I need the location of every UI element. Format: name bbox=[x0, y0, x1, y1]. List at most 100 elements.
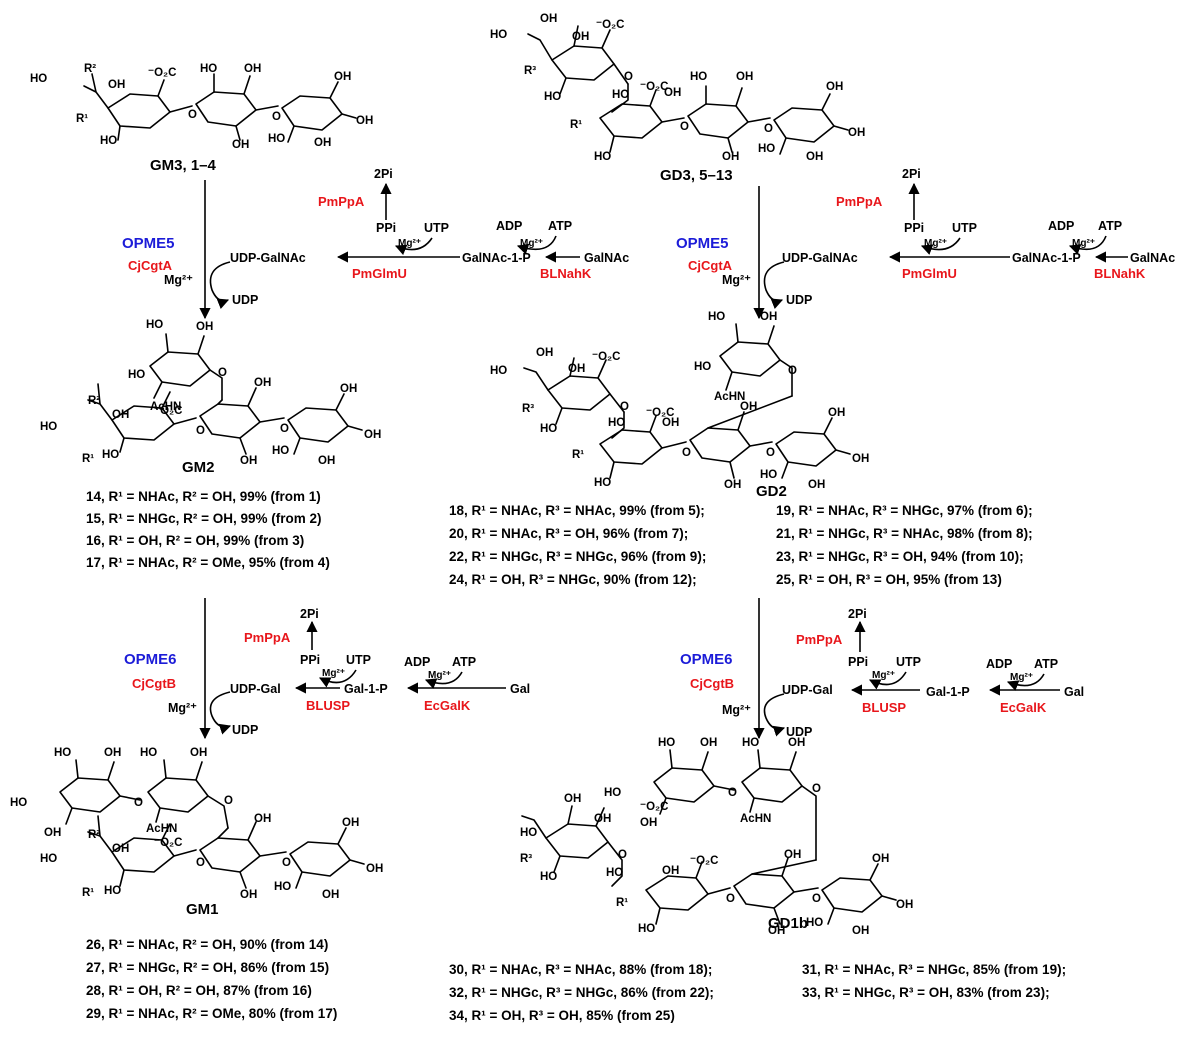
gal-1p-label: Gal-1-P bbox=[344, 682, 388, 696]
opme5-label: OPME5 bbox=[122, 235, 175, 252]
yield-line: 27, R¹ = NHGc, R² = OH, 86% (from 15) bbox=[86, 960, 329, 975]
atom-ho: HO bbox=[694, 361, 711, 373]
gm1-yields: 26, R¹ = NHAc, R² = OH, 90% (from 14) 27… bbox=[86, 937, 337, 1021]
cjcgtb-label: CjCgtB bbox=[132, 676, 176, 691]
atom-oh: OH bbox=[662, 417, 679, 429]
atom-oh: OH bbox=[568, 363, 585, 375]
yield-line: 22, R¹ = NHGc, R³ = NHGc, 96% (from 9); bbox=[449, 549, 706, 564]
cjcgta-label: CjCgtA bbox=[688, 258, 733, 273]
atom-oh: OH bbox=[112, 409, 129, 421]
yield-line: 26, R¹ = NHAc, R² = OH, 90% (from 14) bbox=[86, 937, 328, 952]
atom-ho: HO bbox=[594, 477, 611, 489]
atom-oh: OH bbox=[852, 925, 869, 937]
gd1b-structure: HO OH HO OH HO O OH AcHN O HO OH OH ⁻O₂C… bbox=[520, 737, 913, 937]
gm1-structure: HO OH HO OH HO O OH AcHN O HO R² OH ⁻O₂C… bbox=[10, 747, 383, 901]
utp-label: UTP bbox=[346, 653, 371, 667]
atom-oh: OH bbox=[740, 401, 757, 413]
galnac-1p-label: GalNAc-1-P bbox=[462, 251, 531, 265]
atom-oh: OH bbox=[540, 13, 557, 25]
atom-o: O bbox=[280, 423, 289, 435]
atom-oh: OH bbox=[788, 737, 805, 749]
gm2-structure: HO OH HO AcHN O HO R² OH ⁻O₂C R¹ HO O OH… bbox=[40, 319, 381, 467]
atom-oh: OH bbox=[700, 737, 717, 749]
atom-oh: OH bbox=[44, 827, 61, 839]
utp-curve-arrow bbox=[318, 669, 357, 688]
atom-ho: HO bbox=[140, 747, 157, 759]
gal-1p-label: Gal-1-P bbox=[926, 685, 970, 699]
atom-o: O bbox=[624, 71, 633, 83]
compound-label-gm2: GM2 bbox=[182, 459, 215, 476]
atom-ho: HO bbox=[540, 423, 557, 435]
atom-o: O bbox=[728, 787, 737, 799]
ppi-label: PPi bbox=[904, 221, 924, 235]
atom-oh: OH bbox=[314, 137, 331, 149]
yield-line: 29, R¹ = NHAc, R² = OMe, 80% (from 17) bbox=[86, 1006, 337, 1021]
gal-label: Gal bbox=[1064, 685, 1084, 699]
galnac-label: GalNAc bbox=[584, 251, 629, 265]
atom-ho: HO bbox=[612, 89, 629, 101]
compound-label-gd1b: GD1b bbox=[768, 915, 808, 932]
two-pi-label: 2Pi bbox=[848, 607, 867, 621]
utp-curve-arrow bbox=[394, 237, 433, 256]
udp-gal-label: UDP-Gal bbox=[782, 683, 833, 697]
atp-curve-arrow bbox=[424, 671, 463, 689]
udp-galnac-label: UDP-GalNAc bbox=[230, 251, 306, 265]
yield-line: 18, R¹ = NHAc, R³ = NHAc, 99% (from 5); bbox=[449, 503, 705, 518]
atom-r2: R² bbox=[88, 829, 100, 841]
atom-co2: ⁻O₂C bbox=[592, 351, 620, 363]
step1-left: OPME5 CjCgtA UDP-GalNAc Mg²⁺ UDP PmGlmU … bbox=[122, 167, 629, 320]
atom-r2: R² bbox=[84, 63, 96, 75]
adp-label: ADP bbox=[404, 655, 430, 669]
atom-oh: OH bbox=[828, 407, 845, 419]
atom-o: O bbox=[188, 109, 197, 121]
atom-ho: HO bbox=[102, 449, 119, 461]
atom-o: O bbox=[196, 857, 205, 869]
mg-label: Mg²⁺ bbox=[722, 703, 751, 717]
yield-line: 33, R¹ = NHGc, R³ = OH, 83% (from 23); bbox=[802, 985, 1050, 1000]
atom-oh: OH bbox=[896, 899, 913, 911]
blnahk-label: BLNahK bbox=[1094, 266, 1146, 281]
atom-co2: ⁻O₂C bbox=[154, 837, 182, 849]
atom-o: O bbox=[812, 783, 821, 795]
galnac-1p-label: GalNAc-1-P bbox=[1012, 251, 1081, 265]
udp-galnac-label: UDP-GalNAc bbox=[782, 251, 858, 265]
atom-ho: HO bbox=[520, 827, 537, 839]
gd3-structure: HO OH OH ⁻O₂C R³ HO O HO OH ⁻O₂C R¹ HO O… bbox=[490, 13, 865, 163]
mg-label: Mg²⁺ bbox=[322, 668, 345, 679]
pmppa-label: PmPpA bbox=[836, 194, 883, 209]
atom-o: O bbox=[680, 121, 689, 133]
atom-ho: HO bbox=[758, 143, 775, 155]
atom-o: O bbox=[682, 447, 691, 459]
gd2-yields: 18, R¹ = NHAc, R³ = NHAc, 99% (from 5); … bbox=[449, 503, 1033, 587]
atom-r3: R³ bbox=[522, 403, 534, 415]
mg-label: Mg²⁺ bbox=[722, 273, 751, 287]
two-pi-label: 2Pi bbox=[902, 167, 921, 181]
gd1b-yields: 30, R¹ = NHAc, R³ = NHAc, 88% (from 18);… bbox=[449, 962, 1066, 1023]
compound-label-gd3: GD3, 5–13 bbox=[660, 167, 733, 184]
atom-ho: HO bbox=[100, 135, 117, 147]
atom-r1: R¹ bbox=[572, 449, 584, 461]
atom-r1: R¹ bbox=[82, 453, 94, 465]
atom-ho: HO bbox=[490, 365, 507, 377]
utp-label: UTP bbox=[424, 221, 449, 235]
udp-label: UDP bbox=[786, 725, 812, 739]
atom-o: O bbox=[620, 401, 629, 413]
atom-oh: OH bbox=[848, 127, 865, 139]
pmppa-label: PmPpA bbox=[244, 630, 291, 645]
atom-ho: HO bbox=[594, 151, 611, 163]
atom-oh: OH bbox=[340, 383, 357, 395]
atom-oh: OH bbox=[536, 347, 553, 359]
atom-ho: HO bbox=[104, 885, 121, 897]
atom-o: O bbox=[224, 795, 233, 807]
atp-curve-arrow bbox=[516, 235, 557, 255]
atom-o: O bbox=[134, 797, 143, 809]
utp-curve-arrow bbox=[920, 237, 961, 255]
atom-co2: ⁻O₂C bbox=[640, 801, 668, 813]
udp-label: UDP bbox=[786, 293, 812, 307]
atom-oh: OH bbox=[594, 813, 611, 825]
atom-o: O bbox=[788, 365, 797, 377]
mg-label: Mg²⁺ bbox=[428, 670, 451, 681]
atom-oh: OH bbox=[196, 321, 213, 333]
atom-ho: HO bbox=[742, 737, 759, 749]
